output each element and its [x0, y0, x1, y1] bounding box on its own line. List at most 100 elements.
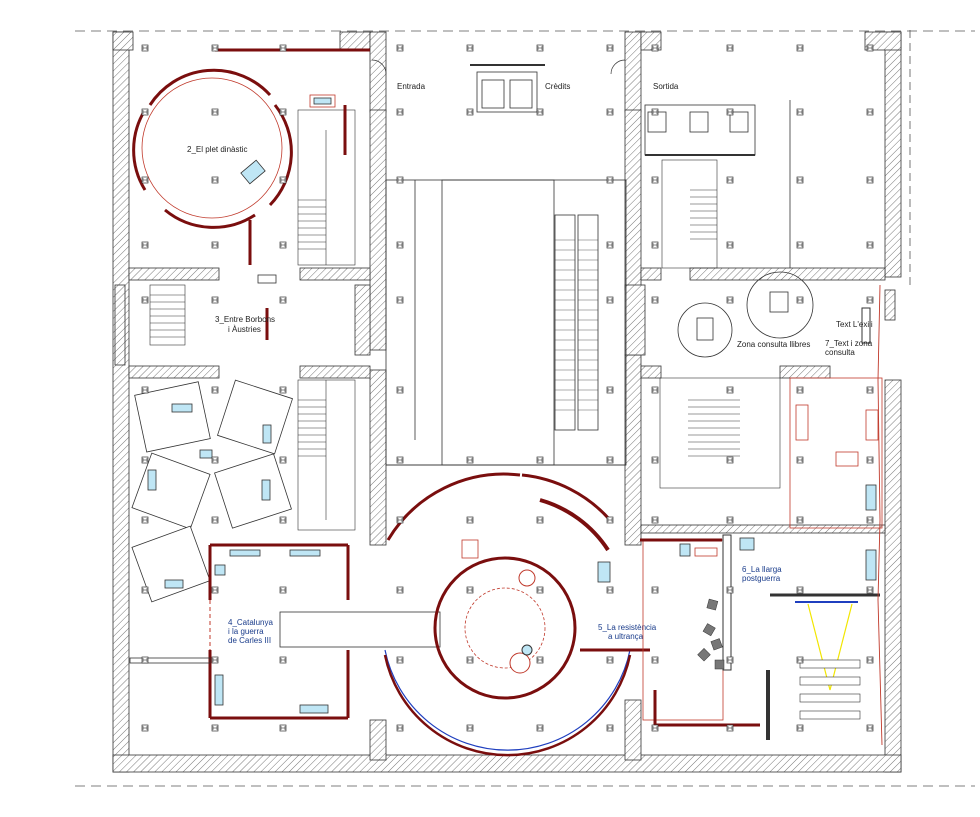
room-5-label-line1: 5_La resistència: [598, 623, 657, 632]
column-marker-icon: [726, 724, 734, 732]
column-marker-icon: [606, 241, 614, 249]
column-marker-icon: [141, 586, 149, 594]
credits-label: Crèdits: [545, 82, 570, 91]
column-marker-icon: [606, 176, 614, 184]
column-marker-icon: [141, 176, 149, 184]
room-2-label: 2_El plet dinàstic: [187, 145, 247, 154]
column-marker-icon: [466, 108, 474, 116]
column-marker-icon: [141, 108, 149, 116]
room-4-label-line3: de Carles III: [228, 636, 271, 645]
column-marker-icon: [726, 386, 734, 394]
room-4-label-line2: i la guerra: [228, 627, 264, 636]
column-marker-icon: [726, 176, 734, 184]
column-marker-icon: [536, 656, 544, 664]
column-marker-icon: [536, 44, 544, 52]
column-marker-icon: [211, 241, 219, 249]
column-marker-icon: [211, 296, 219, 304]
column-marker-icon: [396, 586, 404, 594]
column-marker-icon: [211, 456, 219, 464]
column-marker-icon: [466, 586, 474, 594]
column-marker-icon: [796, 456, 804, 464]
column-marker-icon: [279, 516, 287, 524]
column-marker-icon: [466, 44, 474, 52]
column-marker-icon: [211, 586, 219, 594]
column-marker-icon: [606, 586, 614, 594]
column-marker-icon: [279, 44, 287, 52]
column-marker-icon: [726, 516, 734, 524]
room-5-label-line2: a ultrança: [608, 632, 644, 641]
column-marker-icon: [796, 586, 804, 594]
column-marker-icon: [466, 724, 474, 732]
column-marker-icon: [796, 296, 804, 304]
column-marker-icon: [796, 44, 804, 52]
column-marker-icon: [279, 176, 287, 184]
column-marker-icon: [796, 656, 804, 664]
column-marker-icon: [396, 516, 404, 524]
column-marker-icon: [866, 724, 874, 732]
column-marker-icon: [866, 386, 874, 394]
column-marker-icon: [211, 386, 219, 394]
column-marker-icon: [651, 296, 659, 304]
column-marker-icon: [396, 241, 404, 249]
column-marker-icon: [606, 108, 614, 116]
atrium: [385, 64, 627, 466]
column-marker-icon: [141, 656, 149, 664]
text-exile-label: Text L'exili: [836, 320, 873, 329]
room-7-label-line1: 7_Text i zona: [825, 339, 873, 348]
room-3: 3_Entre Borbons i Àustries: [215, 274, 277, 340]
column-marker-icon: [726, 656, 734, 664]
column-marker-icon: [866, 296, 874, 304]
column-marker-icon: [211, 724, 219, 732]
column-marker-icon: [279, 108, 287, 116]
column-marker-icon: [866, 108, 874, 116]
column-marker-icon: [396, 724, 404, 732]
column-marker-icon: [866, 44, 874, 52]
column-marker-icon: [606, 724, 614, 732]
column-marker-icon: [651, 108, 659, 116]
column-marker-icon: [606, 456, 614, 464]
column-marker-icon: [866, 241, 874, 249]
column-marker-icon: [396, 456, 404, 464]
column-marker-icon: [651, 44, 659, 52]
tilted-panels: [131, 379, 293, 603]
column-marker-icon: [536, 456, 544, 464]
column-marker-icon: [141, 516, 149, 524]
column-marker-icon: [651, 456, 659, 464]
room-7: Text L'exili Zona consulta llibres 7_Tex…: [677, 271, 883, 746]
column-marker-icon: [651, 656, 659, 664]
column-marker-icon: [141, 724, 149, 732]
column-marker-icon: [796, 241, 804, 249]
column-marker-icon: [211, 44, 219, 52]
column-marker-icon: [211, 656, 219, 664]
column-marker-icon: [536, 516, 544, 524]
column-marker-icon: [536, 586, 544, 594]
room-3-label-line1: 3_Entre Borbons: [215, 315, 275, 324]
column-marker-icon: [396, 386, 404, 394]
column-marker-icon: [726, 241, 734, 249]
column-marker-icon: [796, 176, 804, 184]
column-marker-icon: [536, 724, 544, 732]
column-marker-icon: [396, 176, 404, 184]
column-marker-icon: [606, 386, 614, 394]
column-marker-icon: [141, 44, 149, 52]
column-marker-icon: [396, 44, 404, 52]
column-marker-icon: [606, 296, 614, 304]
column-marker-icon: [606, 656, 614, 664]
stairs: [149, 109, 781, 531]
outer-walls: [112, 31, 902, 773]
column-marker-icon: [279, 586, 287, 594]
column-marker-icon: [396, 108, 404, 116]
column-marker-icon: [726, 456, 734, 464]
room-6-label-line1: 6_La llarga: [742, 565, 782, 574]
column-marker-icon: [866, 656, 874, 664]
column-marker-icon: [866, 456, 874, 464]
column-marker-icon: [141, 386, 149, 394]
column-marker-icon: [396, 656, 404, 664]
column-marker-icon: [866, 586, 874, 594]
column-marker-icon: [796, 108, 804, 116]
column-marker-icon: [606, 44, 614, 52]
column-marker-icon: [279, 296, 287, 304]
room-6: 6_La llarga postguerra: [640, 534, 880, 740]
column-marker-icon: [279, 656, 287, 664]
